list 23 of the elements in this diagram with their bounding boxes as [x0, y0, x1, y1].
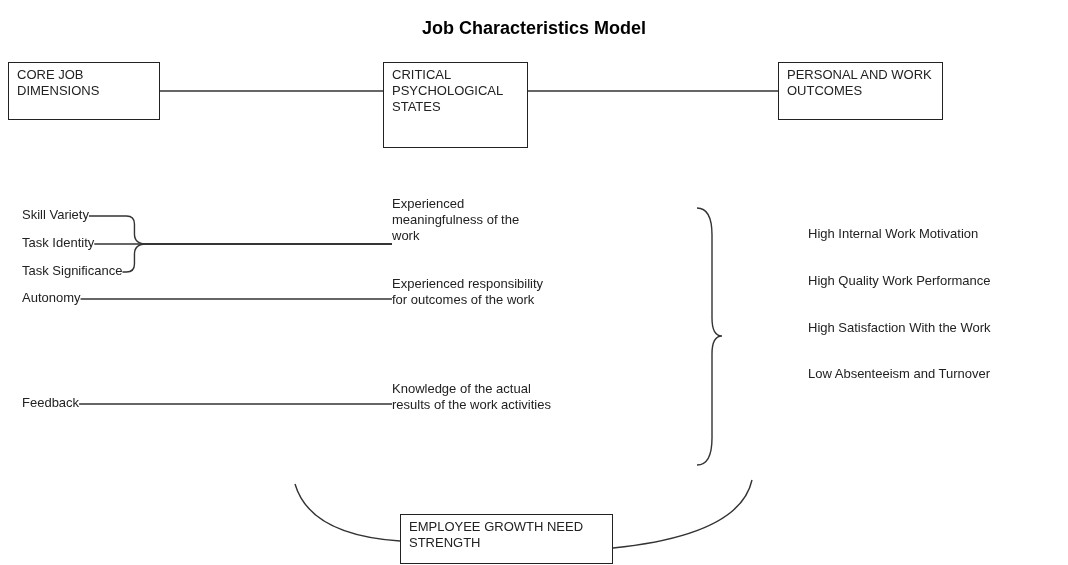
node-label: Knowledge of the actual results of the work activities [392, 381, 562, 431]
diagram-title: Job Characteristics Model [420, 18, 648, 39]
node-label: High Satisfaction With the Work [808, 320, 1063, 338]
node-label: High Internal Work Motivation [808, 226, 1058, 244]
labeled-box: CRITICAL PSYCHOLOGICAL STATES [383, 62, 528, 148]
node-label: Autonomy [22, 290, 81, 308]
connector-line [159, 90, 384, 92]
node-label: Low Absenteeism and Turnover [808, 366, 1063, 384]
connector-line [79, 298, 393, 300]
node-label: Task Identity [22, 235, 95, 253]
node-label: Experienced meaningfulness of the work [392, 196, 542, 248]
connector-line [78, 403, 393, 405]
node-label: Skill Variety [22, 207, 89, 225]
curved-line [294, 483, 401, 542]
labeled-box: EMPLOYEE GROWTH NEED STRENGTH [400, 514, 613, 564]
labeled-box: PERSONAL AND WORK OUTCOMES [778, 62, 943, 120]
labeled-box: CORE JOB DIMENSIONS [8, 62, 160, 120]
node-label: High Quality Work Performance [808, 273, 1063, 291]
connector-line [527, 90, 779, 92]
curved-line [612, 479, 753, 549]
node-label: Task Significance [22, 263, 123, 281]
node-label: Feedback [22, 395, 80, 413]
node-label: Experienced responsibility for outcomes of the work [392, 276, 552, 326]
